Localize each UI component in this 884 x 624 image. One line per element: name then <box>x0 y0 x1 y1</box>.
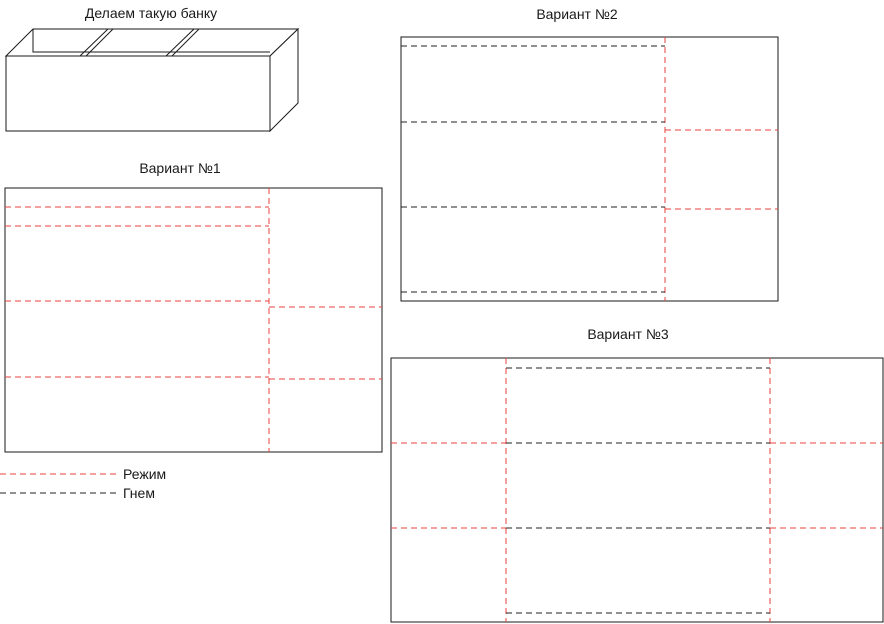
legend-fold-label: Гнем <box>123 485 155 501</box>
box-divider-2b <box>171 28 200 57</box>
variant-2-title: Вариант №2 <box>536 6 618 22</box>
variant-2-sheet <box>400 36 779 302</box>
box-divider-1b <box>85 28 114 57</box>
box-divider-1a <box>79 28 109 57</box>
box-divider-2a <box>165 28 195 57</box>
variant-1-sheet <box>4 187 383 453</box>
variant-3: Вариант №3 <box>390 326 884 623</box>
variant-1-title: Вариант №1 <box>139 160 221 176</box>
variant-3-sheet <box>390 357 884 623</box>
variant-3-title: Вариант №3 <box>587 326 669 342</box>
box-illustration: Делаем такую банку <box>4 5 300 133</box>
box-title: Делаем такую банку <box>85 5 217 21</box>
legend-cut-label: Режим <box>123 466 166 482</box>
box-inner-edge <box>32 29 270 53</box>
variant-2: Вариант №2 <box>400 6 779 302</box>
box-front-face <box>5 55 271 132</box>
variant-1: Вариант №1 <box>4 160 383 453</box>
legend: Режим Гнем <box>0 466 166 501</box>
